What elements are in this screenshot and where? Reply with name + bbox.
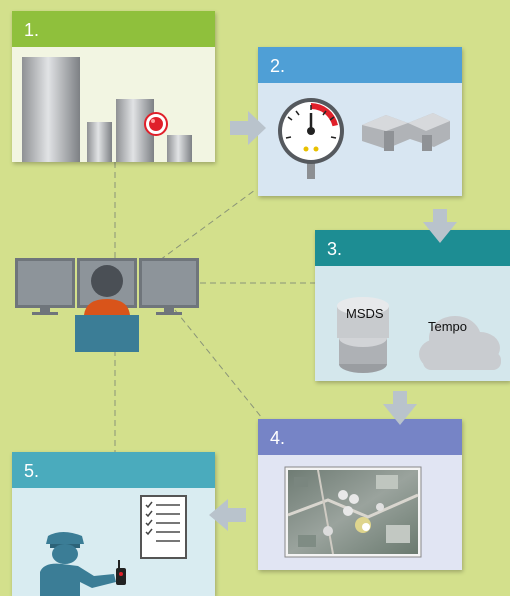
response-illustration <box>40 495 187 596</box>
step-3-body: MSDS Tempo <box>315 266 510 381</box>
step-1-panel: 1. <box>12 11 215 162</box>
step-3-header: 3. <box>315 230 510 266</box>
aerial-map-icon <box>284 466 422 558</box>
storage-tanks-illustration <box>22 57 192 162</box>
monitor-icon <box>15 258 75 315</box>
step-1-header: 1. <box>12 11 215 47</box>
data-sources-illustration <box>337 297 501 373</box>
step-4-header: 4. <box>258 419 462 455</box>
radio-icon <box>116 560 126 585</box>
operator-icon <box>75 265 139 352</box>
alarm-icon <box>144 112 168 136</box>
step-5-panel: 5. <box>12 452 215 596</box>
checklist-icon <box>140 495 187 559</box>
step-2-header: 2. <box>258 47 462 83</box>
tank-icon <box>22 57 192 162</box>
operator-workstation <box>15 258 199 352</box>
step-5-body <box>12 488 215 596</box>
step-3-panel: 3. MSDS Tempo <box>315 230 510 381</box>
guard-icon <box>40 532 116 596</box>
step-2-panel: 2. <box>258 47 462 196</box>
pressure-illustration <box>278 98 450 179</box>
pipe-fitting-icon <box>362 113 450 151</box>
monitor-icon <box>139 258 199 315</box>
step-4-body <box>258 455 462 570</box>
cloud-icon <box>419 316 501 370</box>
pressure-gauge-icon <box>278 98 344 179</box>
step-5-header: 5. <box>12 452 215 488</box>
step-1-body <box>12 47 215 162</box>
step-2-body <box>258 83 462 196</box>
msds-label: MSDS <box>346 306 384 321</box>
database-icon <box>337 297 389 373</box>
step-4-panel: 4. <box>258 419 462 570</box>
tempo-label: Tempo <box>428 319 468 334</box>
